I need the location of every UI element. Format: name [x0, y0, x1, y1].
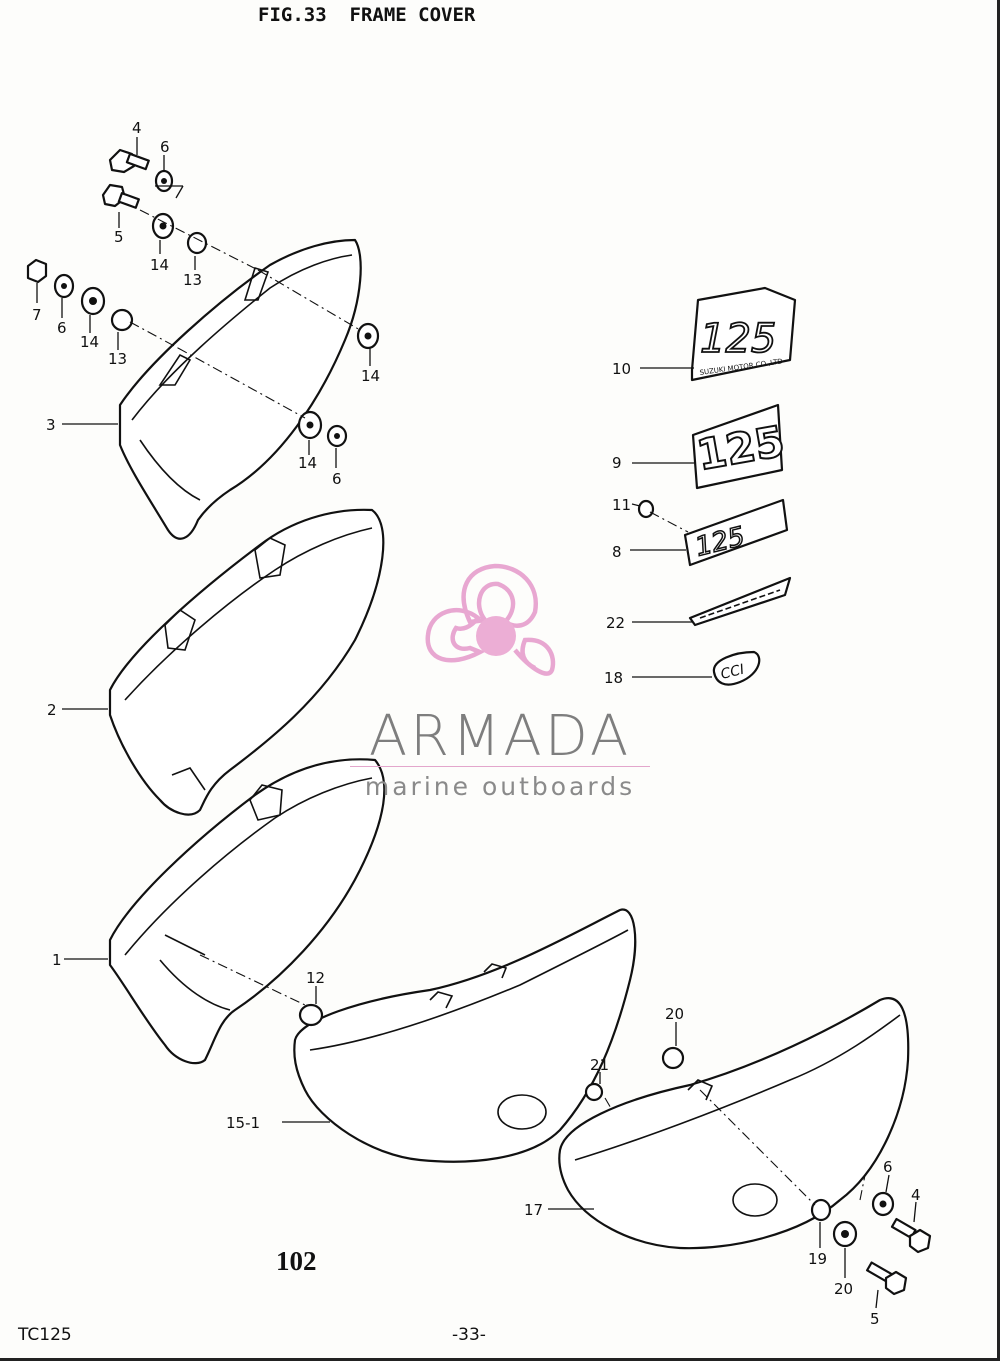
emblem-10-text: 125: [700, 316, 776, 362]
watermark-divider: [350, 766, 650, 767]
callout-2: 2: [47, 701, 57, 719]
footer-page: -33-: [452, 1325, 486, 1345]
callout-4: 4: [132, 119, 142, 137]
callout-13: 13: [183, 271, 202, 289]
emblem-8-text: 125: [692, 522, 747, 563]
callout-5: 5: [870, 1310, 880, 1328]
watermark-tagline: marine outboards: [364, 772, 636, 801]
callout-15-1: 15-1: [226, 1114, 260, 1132]
part-15-1-side-cover: [293, 908, 637, 1163]
callout-14: 14: [80, 333, 99, 351]
callout-1: 1: [52, 951, 62, 969]
callout-3: 3: [46, 416, 56, 434]
part-2-frame-cover-middle: [108, 508, 385, 816]
callout-13: 13: [108, 350, 127, 368]
page-border-bottom: [0, 1358, 1000, 1361]
callout-6: 6: [332, 470, 342, 488]
callout-14: 14: [361, 367, 380, 385]
armada-propeller-logo: [425, 563, 556, 676]
callout-8: 8: [612, 543, 622, 561]
leader-lines: [36, 137, 917, 1309]
model-code: TC125: [18, 1325, 72, 1345]
callout-19: 19: [808, 1250, 827, 1268]
part-3-frame-cover-upper: [118, 238, 362, 540]
emblem-18-text: CCI: [719, 662, 746, 683]
hardware-bolts-washers: [26, 148, 932, 1296]
callout-4: 4: [911, 1186, 921, 1204]
page-border-right: [997, 0, 1000, 1361]
figure-title: FIG.33 FRAME COVER: [258, 4, 476, 26]
callout-20: 20: [834, 1280, 853, 1298]
callout-21: 21: [590, 1056, 609, 1074]
callout-18: 18: [604, 669, 623, 687]
callout-6: 6: [57, 319, 67, 337]
callout-11: 11: [612, 496, 631, 514]
callout-6: 6: [883, 1158, 893, 1176]
catalog-page-number: 102: [276, 1246, 317, 1276]
callout-14: 14: [150, 256, 169, 274]
watermark-brand-name: ARMADA: [368, 704, 632, 769]
callout-20: 20: [665, 1005, 684, 1023]
callout-5: 5: [114, 228, 124, 246]
callout-numbers: 4 6 5 14 13 7 6 14 13 14 3 14 6 10 9 11 …: [32, 119, 921, 1328]
callout-7: 7: [32, 306, 42, 324]
part-1-frame-cover-lower: [108, 758, 386, 1065]
callout-9: 9: [612, 454, 622, 472]
callout-22: 22: [606, 614, 625, 632]
callout-10: 10: [612, 360, 631, 378]
emblems: 125 SUZUKI MOTOR CO.,LTD 125 125 CCI: [683, 286, 797, 686]
callout-17: 17: [524, 1201, 543, 1219]
callout-6: 6: [160, 138, 170, 156]
assembly-dashed-lines: [129, 209, 866, 1206]
callout-12: 12: [306, 969, 325, 987]
callout-14: 14: [298, 454, 317, 472]
